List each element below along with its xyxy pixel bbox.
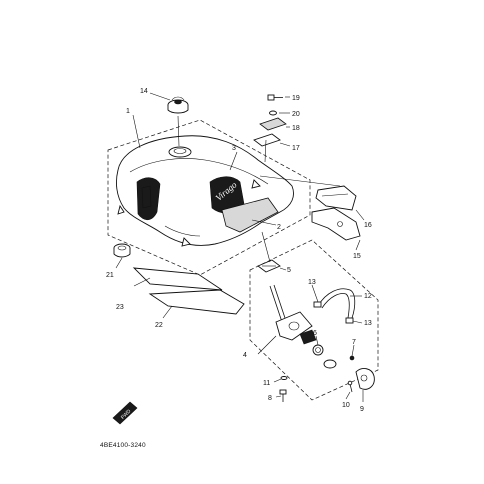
label-part-13b: 13	[364, 320, 372, 327]
label-part-2: 2	[277, 224, 281, 231]
label-part-11: 11	[263, 380, 270, 387]
label-part-23: 23	[116, 304, 124, 311]
strainer[interactable]	[323, 355, 355, 369]
bolt[interactable]	[267, 94, 283, 101]
label-part-19: 19	[292, 95, 300, 102]
label-part-14: 14	[140, 88, 148, 95]
label-part-20: 20	[292, 111, 300, 118]
label-part-1: 1	[126, 108, 130, 115]
front-direction-marker: FWD	[112, 401, 138, 425]
bracket[interactable]	[259, 117, 287, 131]
fuel-cap[interactable]	[167, 96, 189, 114]
tank-assembly-boundary	[107, 119, 311, 276]
leader-lines	[115, 92, 365, 402]
washer[interactable]	[269, 110, 277, 116]
knob[interactable]	[355, 368, 375, 390]
side-pad-upper[interactable]	[132, 267, 223, 291]
lever-screw[interactable]	[279, 389, 287, 402]
label-part-7: 7	[352, 339, 356, 346]
side-pad-lower[interactable]	[148, 289, 245, 315]
label-part-8: 8	[268, 395, 272, 402]
fuel-tank[interactable]: Virago	[116, 135, 294, 247]
fuel-cock[interactable]	[269, 284, 317, 345]
screw[interactable]	[347, 380, 353, 393]
cap[interactable]	[113, 243, 131, 258]
part-labels: 1 2 3 4 5 6 7 8 9 10 11 12 13 13 14 15 1…	[106, 88, 372, 413]
cover[interactable]	[315, 185, 357, 211]
plate[interactable]	[311, 207, 361, 241]
label-part-5: 5	[287, 267, 291, 274]
label-part-12: 12	[364, 293, 372, 300]
label-part-9: 9	[360, 406, 364, 413]
o-ring[interactable]	[312, 344, 324, 356]
label-part-10: 10	[342, 402, 350, 409]
fuel-cock-boundary	[249, 239, 379, 401]
hose-clip-upper[interactable]	[313, 301, 322, 308]
damper[interactable]	[253, 133, 281, 163]
label-part-13a: 13	[308, 279, 316, 286]
label-part-15: 15	[353, 253, 361, 260]
drawing-code: 4BE4100-3240	[100, 442, 146, 449]
label-part-17: 17	[292, 145, 300, 152]
gasket[interactable]	[257, 259, 281, 273]
label-part-18: 18	[292, 125, 300, 132]
label-part-22: 22	[155, 322, 163, 329]
label-part-21: 21	[106, 272, 114, 279]
label-part-3: 3	[232, 145, 236, 152]
lever-washer[interactable]	[280, 376, 288, 380]
label-part-16: 16	[364, 222, 372, 229]
label-part-6: 6	[313, 330, 317, 337]
label-part-4: 4	[243, 352, 247, 359]
hose-clip-lower[interactable]	[345, 317, 354, 324]
fuel-hose[interactable]	[317, 288, 356, 319]
